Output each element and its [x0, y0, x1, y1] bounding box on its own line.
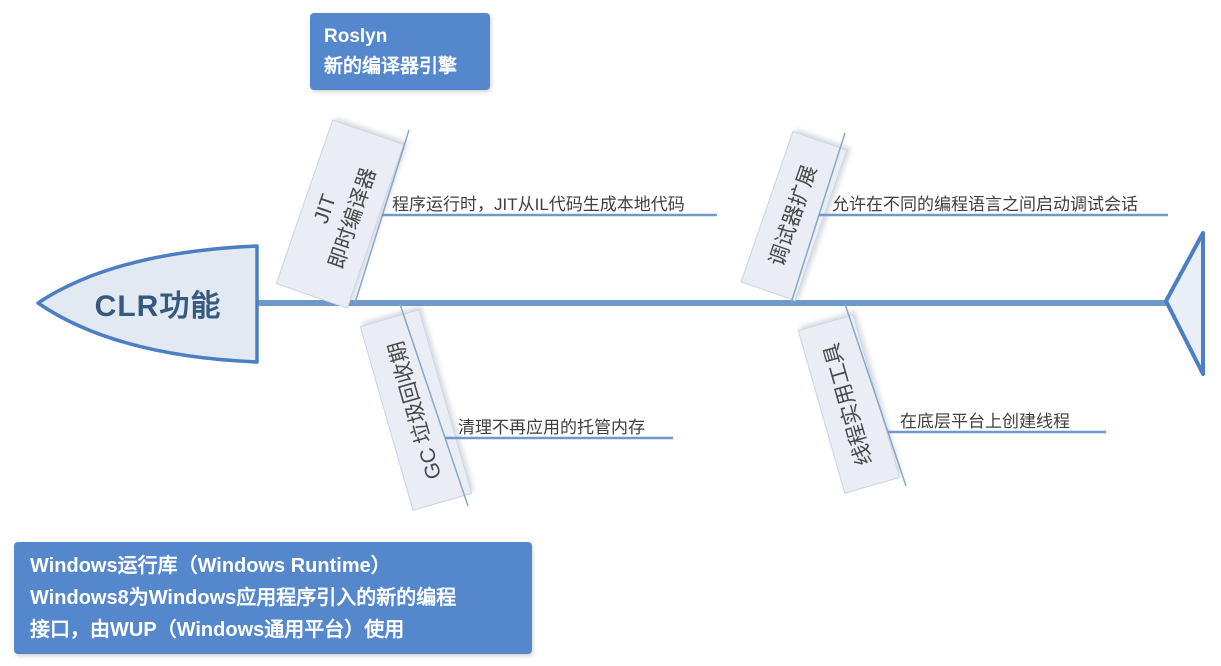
branch-label-gc-line1: GC 垃圾回收期 — [384, 338, 446, 482]
branch-label-gc: GC 垃圾回收期 — [359, 309, 473, 511]
note-windows-runtime-line1: Windows运行库（Windows Runtime） — [30, 555, 391, 577]
note-roslyn-subtitle: 新的编译器引擎 — [324, 55, 458, 77]
branch-label-debugger: 调试器扩展 — [740, 130, 848, 302]
branch-label-debugger-line1: 调试器扩展 — [765, 162, 822, 270]
note-windows-runtime-line3: 接口，由WUP（Windows通用平台）使用 — [30, 619, 405, 641]
branch-annotation-thread: 在底层平台上创建线程 — [900, 412, 1070, 431]
branch-label-thread-line1: 线程实用工具 — [819, 340, 877, 469]
note-roslyn-title: Roslyn — [324, 26, 388, 48]
branch-label-thread: 线程实用工具 — [797, 314, 901, 494]
branch-annotation-jit: 程序运行时，JIT从IL代码生成本地代码 — [392, 195, 685, 214]
note-windows-runtime: Windows运行库（Windows Runtime） Windows8为Win… — [14, 542, 532, 654]
note-windows-runtime-line2: Windows8为Windows应用程序引入的新的编程 — [30, 587, 457, 609]
branch-annotation-debugger: 允许在不同的编程语言之间启动调试会话 — [832, 195, 1138, 214]
branch-label-jit: JIT 即时编译器 — [275, 119, 405, 309]
branch-annotation-gc: 清理不再应用的托管内存 — [458, 418, 645, 437]
fish-tail-shape — [1164, 231, 1205, 376]
note-roslyn: Roslyn 新的编译器引擎 — [310, 13, 490, 90]
head-label: CLR功能 — [94, 290, 222, 323]
